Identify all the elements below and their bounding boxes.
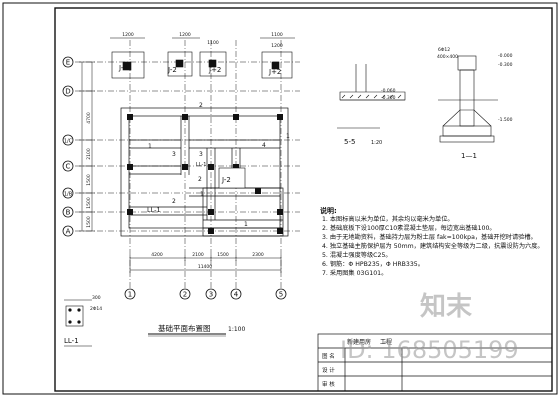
axis-label-3: 3 [209,291,213,299]
notes-heading: 说明: [320,207,337,215]
footing-label-j2: J-2 [167,66,177,74]
axis-label-C: C [66,163,71,171]
plan-num-1-mid: 1 [200,191,204,198]
left-dimension-chain [79,61,95,232]
footing-details-top [110,37,295,79]
ll1-dim-top: 300 [92,295,101,301]
footing-dim-3: 1100 [207,40,219,46]
section-11-elev-bot: -1.500 [498,117,513,123]
plan-num-2-top: 2 [199,102,203,109]
plan-num-1-left: 1 [148,143,152,150]
left-dim-4: 1500 [86,197,92,209]
plan-num-4: 4 [262,142,266,149]
foundation-plan [120,107,289,237]
left-dim-2: 2100 [86,148,92,160]
plan-title: 基础平面布置图 [158,323,211,333]
note-line: 6. 钢筋：Φ HPB235，Φ HRB335。 [322,261,424,268]
note-line: 2. 基础底板下设100厚C10素混凝土垫层，每边宽出基础100。 [322,225,496,232]
axis-label-E: E [66,59,70,67]
title-project: 新建用房 [347,338,371,346]
section-11-label: 1—1 [461,152,477,160]
axis-label-5: 5 [279,291,283,299]
section-11-rebar: 6Φ12 [438,47,450,53]
axis-label-1C: 1/C [64,139,73,145]
plan-num-2-mid: 2 [198,176,202,183]
title-project-suffix: 工程 [380,338,392,346]
footing-label-j2c: J+2 [268,68,281,76]
note-line: 1. 本图标高以米为单位，其余均以毫米为单位。 [322,216,454,223]
watermark-logo: 知末 [420,292,473,322]
footing-dim-2: 1200 [179,32,191,38]
note-line: 7. 采用图集 03G101。 [322,270,388,277]
note-line: 4. 独立基础主筋保护层为 50mm，建筑结构安全等级为二级，抗震设防为六度。 [322,243,544,250]
footing-label-j1: J-1 [118,64,128,72]
footing-dim-5: 1200 [271,43,283,49]
plan-num-1-right: 1 [286,133,290,140]
bottom-dimension-chain [129,255,282,273]
note-line: 5. 混凝土强度等级C25。 [322,252,392,259]
axis-bubbles-left [62,56,74,237]
footing-label-j2b: J+2 [208,66,221,74]
plan-footing-j2 [218,167,246,189]
section-55-scale: 1:20 [371,140,382,146]
section-11-elev-top: -0.000 [498,53,513,59]
axis-label-D: D [65,88,70,96]
section-11-elev-mid: -0.300 [498,62,513,68]
section-11-dim: 400×400 [437,54,458,60]
section-5-5 [337,64,406,129]
plan-footing-j2-label: J-2 [221,176,231,184]
bottom-dim-2: 2100 [192,252,204,258]
plan-num-3-left: 3 [172,151,176,158]
bottom-dim-4: 2300 [252,252,264,258]
title-row-2: 设 计 [322,366,335,374]
axis-bubbles-bottom [124,288,287,300]
plan-num-3-mid: 3 [199,151,203,158]
plan-num-1-low: 1 [244,221,248,228]
bottom-dim-total: 11400 [198,264,212,270]
watermark-id: ID: 168505199 [340,336,519,364]
axis-label-1B: 1/B [64,192,73,198]
ll1-rebar: 2Φ14 [90,306,102,312]
plan-columns [127,114,283,234]
sheet-border-inner [54,7,553,392]
axis-label-4: 4 [234,291,239,299]
axis-label-1: 1 [128,291,132,299]
section-55-label: 5-5 [344,138,355,146]
plan-num-2-low: 2 [172,198,176,205]
axis-label-A: A [66,228,71,236]
axis-label-B: B [66,209,71,217]
bottom-dim-1: 4200 [151,252,163,258]
section-55-elev: -0.060 [381,88,396,94]
axis-label-2: 2 [183,291,187,299]
footing-dim-4: 1100 [271,32,283,38]
plan-beam-ll1-b: LL-1 [196,162,206,168]
left-dim-3: 1500 [86,174,92,186]
section-55-elev2: -0.300 [381,95,396,101]
section-1-1 [438,55,498,143]
title-row-1: 图 名 [322,352,335,360]
plan-beam-ll1: LL-1 [147,206,161,214]
footing-dim-1: 1200 [122,32,134,38]
ll1-section [64,299,92,347]
left-dim-5: 1500 [86,216,92,228]
plan-scale: 1:100 [228,326,245,333]
left-dim-1: 4700 [86,112,92,124]
ll1-label: LL-1 [64,337,79,345]
title-row-3: 审 核 [322,380,335,388]
title-block [317,333,553,392]
bottom-dim-3: 1500 [217,252,229,258]
note-line: 3. 由于无地勘资料，基础持力层为粉土层 fak=100kpa，基础开挖时请验槽… [322,234,537,241]
